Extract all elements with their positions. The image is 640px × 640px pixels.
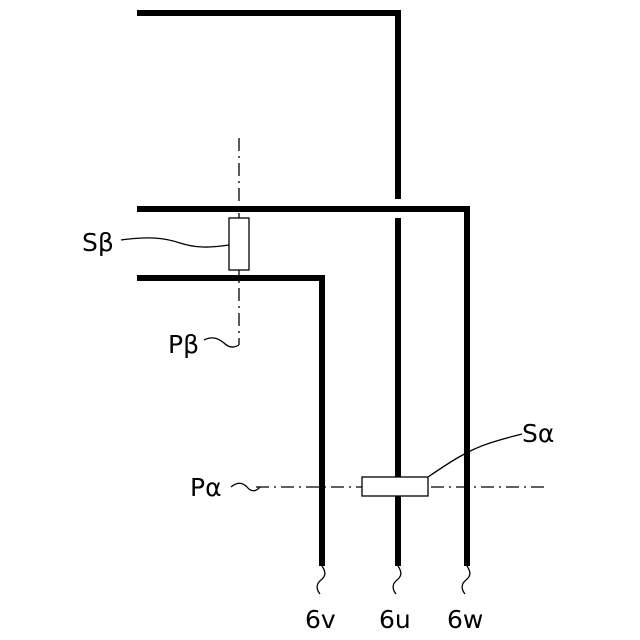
- leader-busbar-v: [317, 566, 325, 594]
- sensor-alpha-box: [362, 477, 428, 496]
- busbar-6u-upper: [137, 13, 398, 199]
- leader-busbar-w: [462, 566, 470, 594]
- label-busbar-v: 6v: [305, 605, 336, 634]
- label-sensor-alpha: Sα: [522, 419, 554, 448]
- label-plane-alpha: Pα: [190, 473, 222, 502]
- label-sensor-beta: Sβ: [82, 228, 114, 257]
- leader-busbar-u: [393, 566, 401, 594]
- leader-plane-alpha: [231, 483, 260, 491]
- label-busbar-w: 6w: [447, 605, 483, 634]
- label-busbar-u: 6u: [379, 605, 411, 634]
- sensor-beta-box: [229, 218, 249, 270]
- leader-plane-beta: [204, 338, 239, 347]
- busbar-6w: [137, 209, 467, 566]
- label-plane-beta: Pβ: [168, 330, 199, 359]
- leader-sensor-alpha: [428, 434, 522, 477]
- busbar-6v: [137, 278, 322, 566]
- leader-sensor-beta: [121, 238, 229, 247]
